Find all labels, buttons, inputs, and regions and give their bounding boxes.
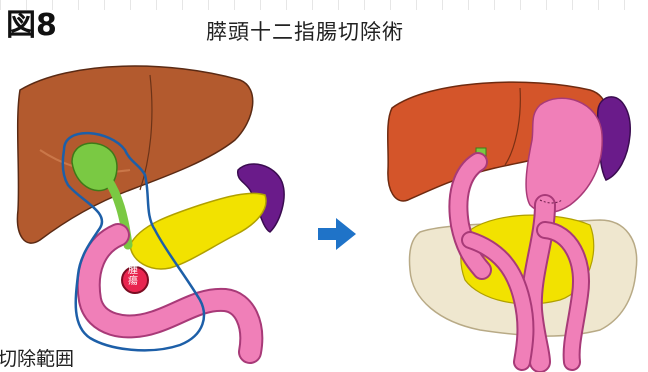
stomach-after [526, 98, 602, 212]
pancreas-before [130, 193, 266, 269]
before-diagram [17, 66, 284, 352]
resection-range-label: 切除範囲 [0, 344, 74, 371]
after-diagram [388, 82, 637, 362]
tumor-label: 腫 瘍 [124, 265, 142, 287]
right-arrow-icon [318, 218, 356, 250]
